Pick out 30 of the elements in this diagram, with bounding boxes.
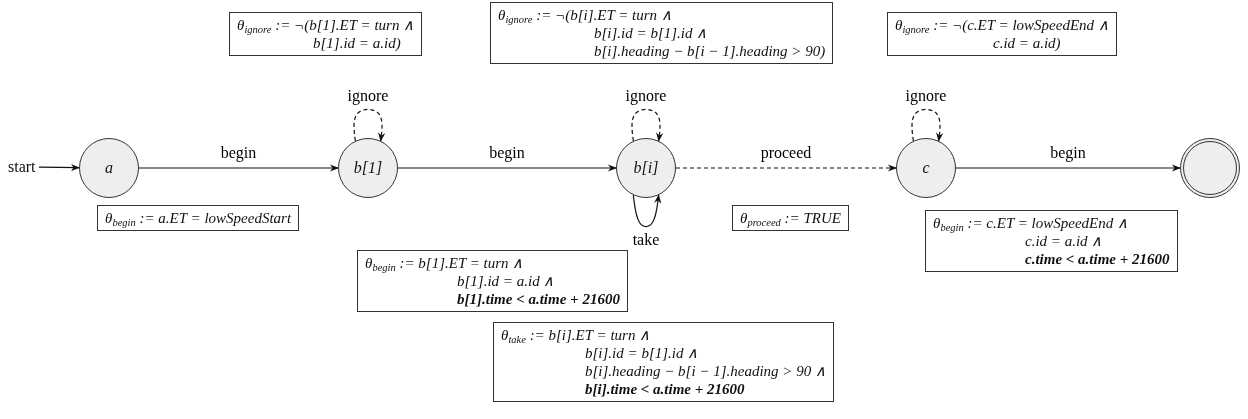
condition-box: θ$_{proceed}$ := TRUE	[732, 205, 849, 231]
edge-label: begin	[487, 144, 527, 162]
state-circle: a	[79, 138, 139, 198]
self-loop-arrow	[353, 108, 386, 142]
start-label: start	[8, 158, 36, 176]
condition-box: θ$_{begin}$ := a.ET = lowSpeedStart	[97, 205, 300, 231]
final-state-circle	[1180, 138, 1240, 198]
self-loop-arrow	[631, 108, 664, 142]
edge-label: begin	[1048, 144, 1088, 162]
transition-arrow	[38, 163, 80, 172]
edge-label: begin	[218, 144, 259, 162]
condition-box: θ$_{take}$ := b[i].ET = turn ∧ b[i].id = b[1].id ∧ b[i].heading − b[i − 1].heading > 90 ∧ b[i].time < a.time + 21600	[493, 322, 834, 402]
condition-box: θ$_{ignore}$ := ¬(c.ET = lowSpeedEnd ∧ c.id = a.id)	[887, 12, 1117, 56]
self-loop-arrow	[632, 194, 662, 228]
state-circle: b[i]	[616, 138, 676, 198]
edge-label: ignore	[903, 87, 949, 105]
condition-box: θ$_{begin}$ := b[1].ET = turn ∧ b[1].id = a.id ∧ b[1].time < a.time + 21600	[357, 250, 628, 312]
self-loop-arrow	[911, 108, 944, 142]
edge-label: ignore	[345, 87, 391, 105]
state-circle: b[1]	[338, 138, 398, 198]
state-circle: c	[896, 138, 956, 198]
transition-arrow	[138, 164, 339, 172]
condition-box: θ$_{begin}$ := c.ET = lowSpeedEnd ∧ c.id = a.id ∧ c.time < a.time + 21600	[925, 210, 1178, 272]
transition-arrow	[675, 164, 897, 172]
transition-arrow	[955, 164, 1181, 172]
edge-label: proceed	[758, 144, 814, 162]
transition-arrow	[397, 164, 617, 172]
condition-box: θ$_{ignore}$ := ¬(b[1].ET = turn ∧ b[1].id = a.id)	[229, 12, 423, 56]
edge-label: ignore	[623, 87, 669, 105]
condition-box: θ$_{ignore}$ := ¬(b[i].ET = turn ∧ b[i].id = b[1].id ∧ b[i].heading − b[i − 1].heading > 90)	[490, 2, 834, 64]
